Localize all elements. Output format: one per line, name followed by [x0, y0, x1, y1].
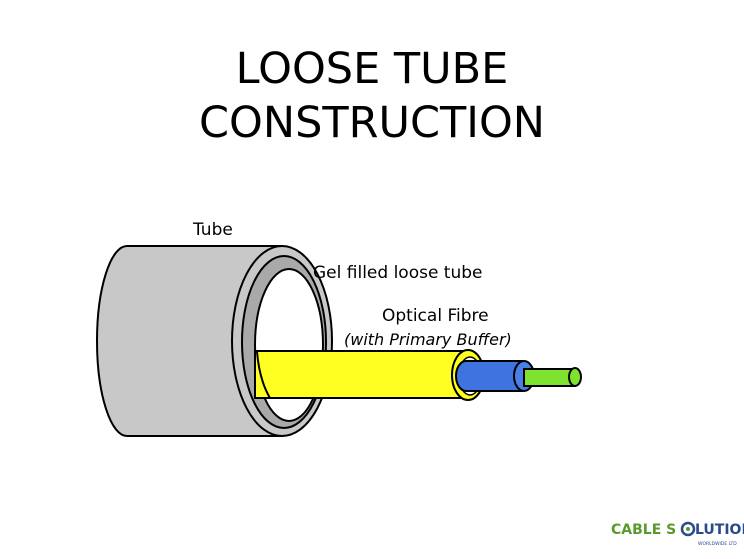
svg-text:CABLE S: CABLE S: [611, 522, 676, 538]
cable-solutions-logo: CABLE S LUTIONS WORLDWIDE LTD: [610, 512, 744, 555]
svg-text:WORLDWIDE LTD: WORLDWIDE LTD: [698, 541, 737, 547]
title-line-2: CONSTRUCTION: [199, 98, 545, 148]
optical-fibre-end: [568, 367, 582, 387]
optical-fibre: [523, 368, 576, 387]
label-tube: Tube: [192, 220, 233, 240]
svg-text:LUTIONS: LUTIONS: [695, 522, 744, 538]
tube-interior-lip: [256, 351, 271, 399]
gel-filled-loose-tube: [254, 350, 469, 399]
primary-buffer: [455, 360, 523, 392]
label-gel-tube: Gel filled loose tube: [313, 263, 483, 283]
title-line-1: LOOSE TUBE: [235, 44, 509, 94]
label-primary-buffer: (with Primary Buffer): [344, 330, 512, 349]
label-optical-fibre: Optical Fibre: [382, 306, 489, 326]
diagram-title: LOOSE TUBE CONSTRUCTION: [0, 42, 744, 150]
logo-graphic: CABLE S LUTIONS WORLDWIDE LTD: [611, 521, 744, 547]
outer-tube-body: [96, 245, 283, 437]
